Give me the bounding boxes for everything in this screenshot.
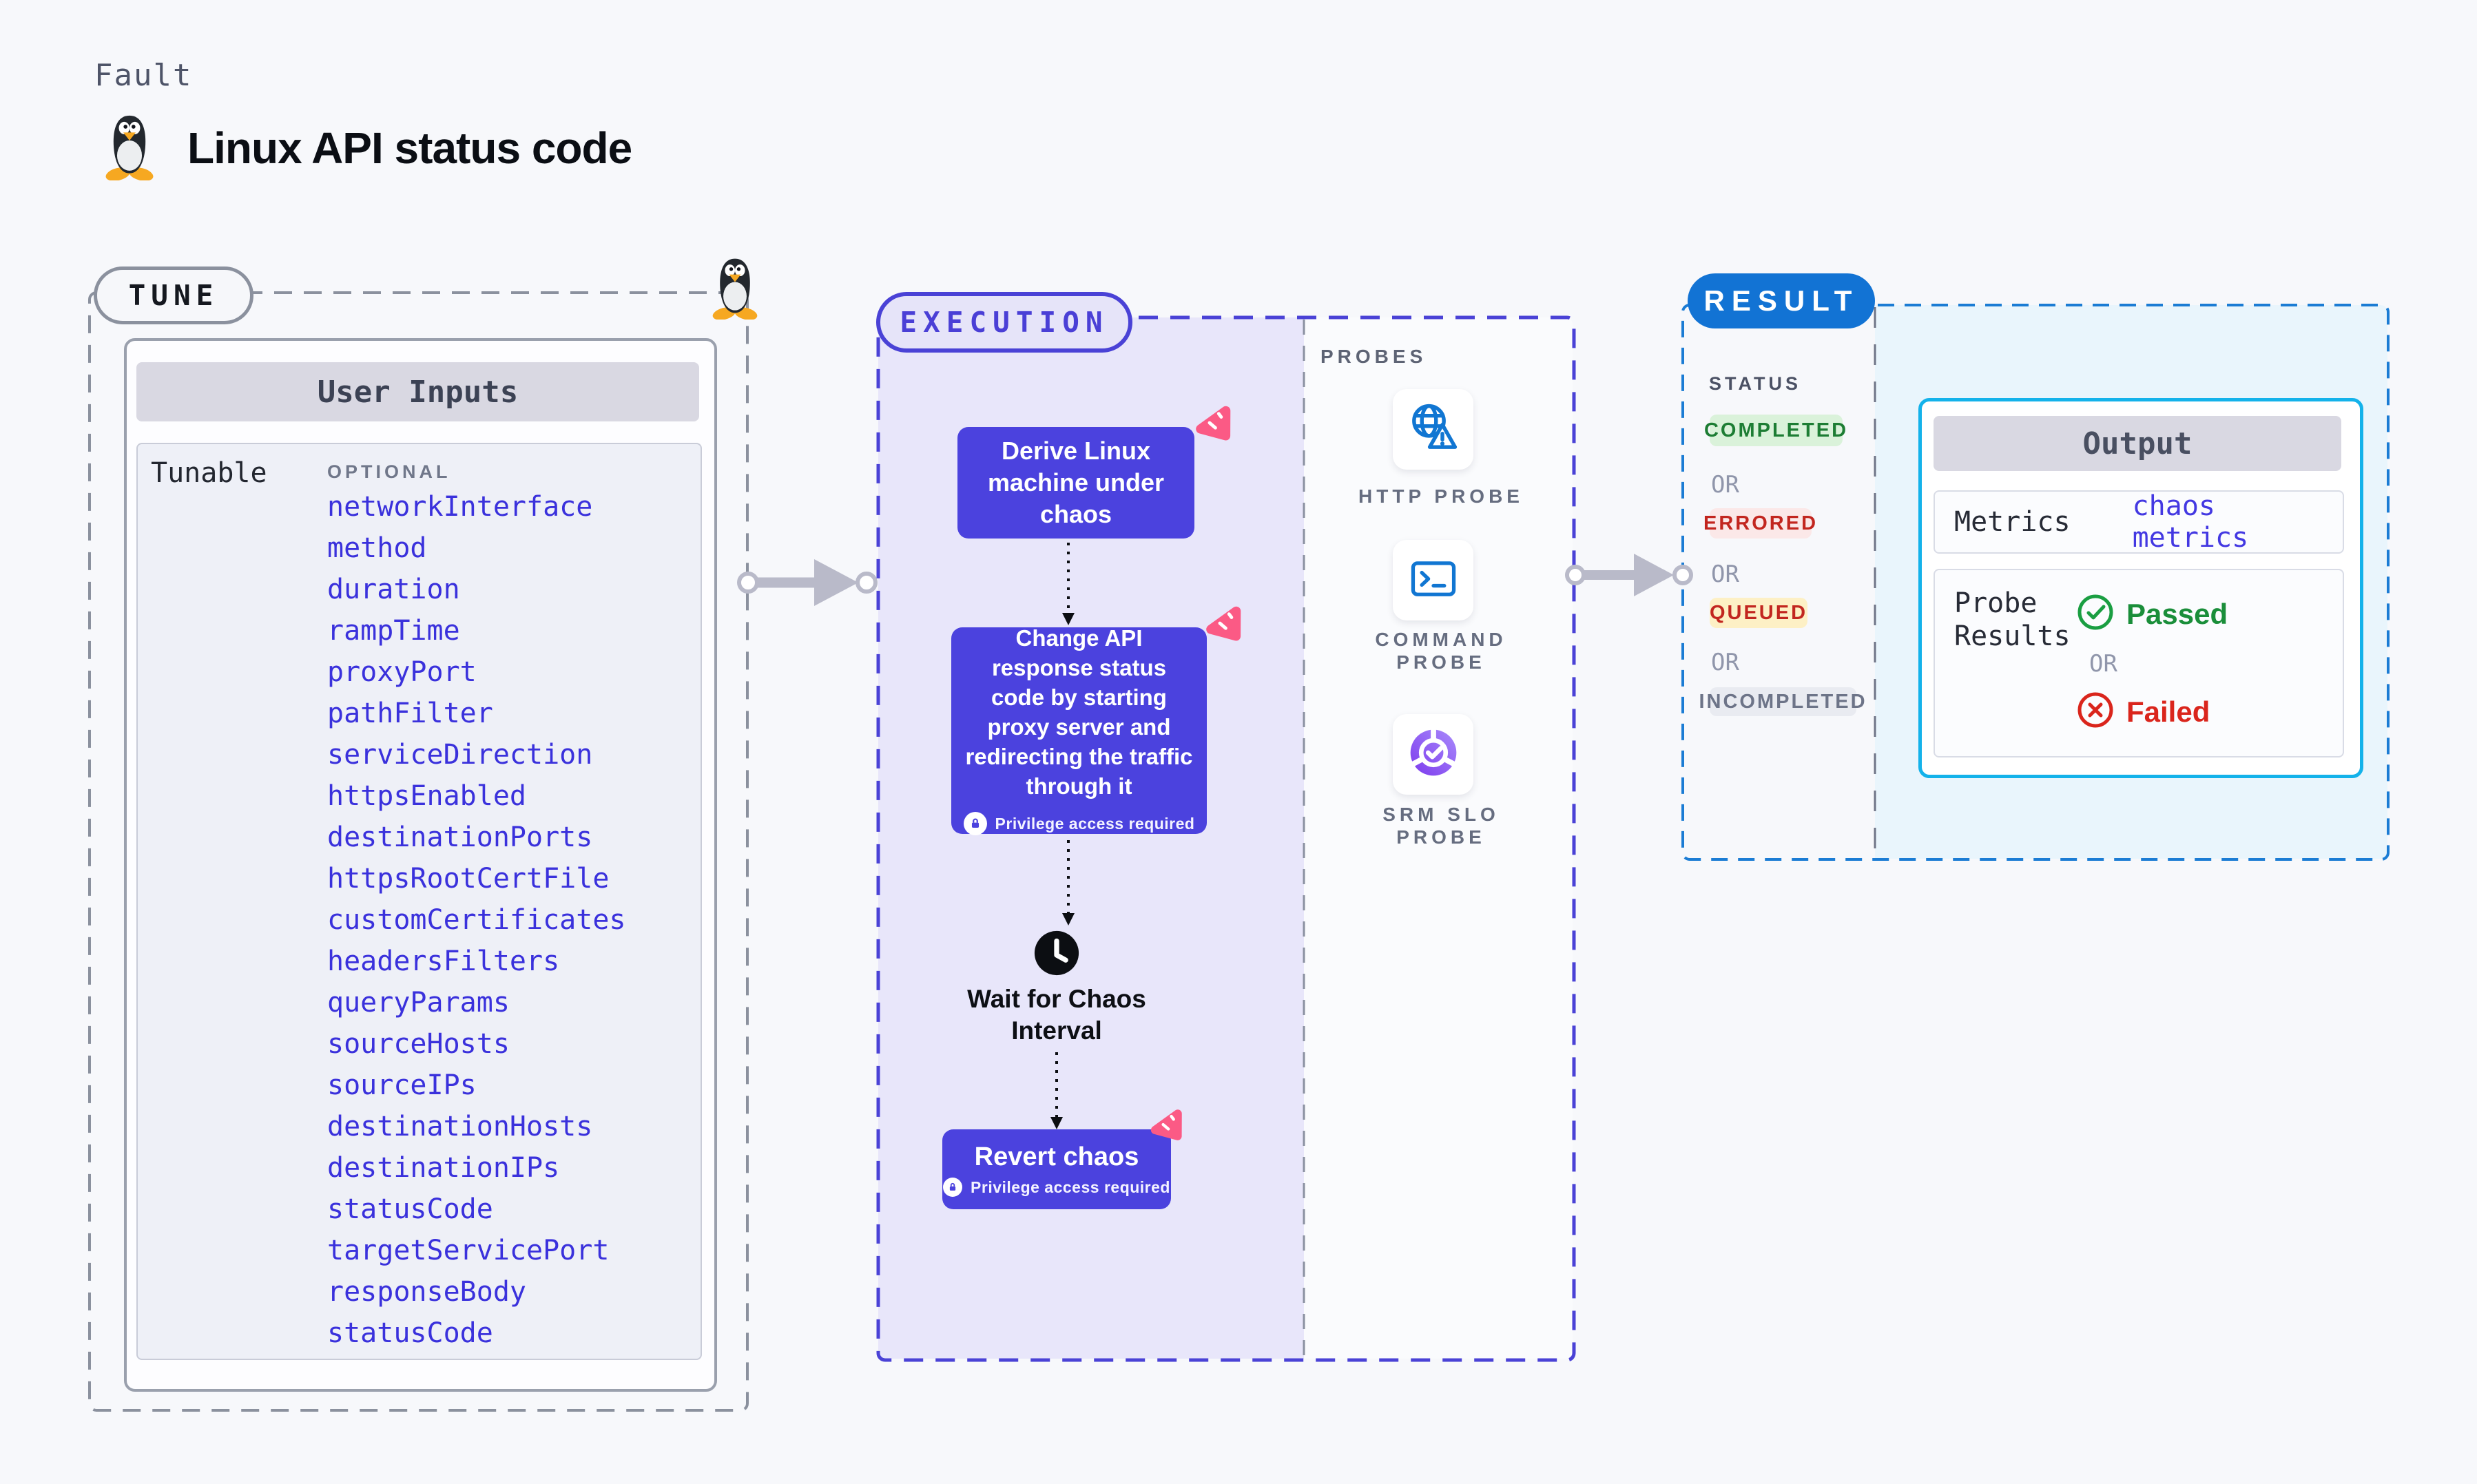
- lock-icon: [963, 812, 987, 835]
- execution-section-label: EXECUTION: [876, 292, 1132, 353]
- execution-to-result-arrow: [1565, 554, 1693, 596]
- tunable-item: customCertificates: [327, 904, 626, 936]
- tunable-item: sourceHosts: [327, 1028, 510, 1060]
- passed-label: Passed: [2126, 597, 2228, 630]
- lock-icon: [943, 1178, 963, 1197]
- tunable-item: proxyPort: [327, 656, 477, 688]
- step-connector-arrow: [1062, 543, 1075, 625]
- passed-check-icon: [2077, 594, 2114, 634]
- http-probe-label: HTTP PROBE: [1358, 485, 1524, 507]
- chaos-icon: [1194, 403, 1234, 443]
- step-wait-label: Wait for Chaos Interval: [967, 985, 1146, 1045]
- optional-column-label: OPTIONAL: [327, 461, 451, 482]
- status-column-label: STATUS: [1709, 373, 1801, 394]
- http-probe-icon: [1407, 401, 1460, 458]
- chaos-icon: [1204, 603, 1244, 643]
- failed-result: Failed: [2077, 691, 2210, 732]
- probes-section-label: PROBES: [1320, 346, 1427, 367]
- status-badge-incompleted: INCOMPLETED: [1699, 687, 1865, 716]
- result-section-label: RESULT: [1688, 273, 1875, 328]
- failed-x-icon: [2077, 691, 2114, 732]
- step-revert-text: Revert chaos: [974, 1142, 1139, 1171]
- tunable-item: rampTime: [327, 615, 460, 647]
- step-derive-machine: Derive Linux machine under chaos: [957, 427, 1194, 539]
- tunable-item: method: [327, 532, 427, 564]
- tunable-item: queryParams: [327, 987, 510, 1018]
- status-badge-completed: COMPLETED: [1704, 415, 1846, 446]
- user-inputs-title: User Inputs: [136, 362, 699, 421]
- tunable-item: sourceIPs: [327, 1069, 477, 1101]
- privilege-row: Privilege access required: [943, 1178, 1170, 1197]
- tune-to-execution-arrow: [737, 559, 878, 606]
- srm-slo-probe-card: [1393, 714, 1473, 795]
- metrics-label: Metrics: [1954, 506, 2071, 538]
- step-change-text: Change API response status code by start…: [965, 625, 1193, 799]
- tunable-item: destinationHosts: [327, 1111, 593, 1142]
- or-separator: OR: [2089, 650, 2117, 678]
- status-badge-queued: QUEUED: [1710, 598, 1807, 628]
- command-probe-card: [1393, 540, 1473, 620]
- metrics-value: chaos metrics: [2132, 490, 2249, 554]
- chaos-icon: [1149, 1107, 1189, 1147]
- tunable-item: headersFilters: [327, 945, 560, 977]
- tunable-item: serviceDirection: [327, 739, 593, 771]
- tune-section-label: TUNE: [94, 267, 253, 324]
- output-title: Output: [1934, 416, 2341, 471]
- step-connector-arrow: [1062, 840, 1075, 926]
- page-kicker: Fault: [94, 58, 193, 93]
- srm-slo-probe-icon: [1406, 725, 1461, 784]
- srm-slo-probe-label: SRM SLO PROBE: [1382, 804, 1500, 848]
- metrics-row: Metrics chaos metrics: [1934, 490, 2344, 554]
- probe-results-row: Probe Results Passed OR Failed: [1934, 569, 2344, 757]
- http-probe-card: [1393, 389, 1473, 470]
- tunable-item: targetServicePort: [327, 1235, 610, 1266]
- command-probe-label: COMMAND PROBE: [1375, 629, 1507, 673]
- tunable-item: httpsEnabled: [327, 780, 526, 812]
- tunables-list: networkInterface method duration rampTim…: [327, 486, 699, 1354]
- step-derive-text: Derive Linux machine under chaos: [987, 437, 1165, 528]
- step-connector-arrow: [1050, 1052, 1063, 1129]
- tunable-item: httpsRootCertFile: [327, 863, 610, 895]
- or-separator: OR: [1711, 649, 1739, 676]
- tunable-item: responseBody: [327, 1276, 526, 1308]
- privilege-row: Privilege access required: [963, 809, 1195, 839]
- privilege-note: Privilege access required: [995, 814, 1195, 833]
- or-separator: OR: [1711, 471, 1739, 499]
- step-change-status-code: Change API response status code by start…: [951, 625, 1207, 835]
- linux-tux-icon-small: [708, 256, 762, 320]
- command-probe-icon: [1407, 552, 1460, 608]
- tunable-item: statusCode: [327, 1193, 493, 1225]
- passed-result: Passed: [2077, 594, 2228, 634]
- tunable-item: destinationIPs: [327, 1152, 560, 1184]
- clock-icon: [1033, 929, 1081, 977]
- failed-label: Failed: [2126, 695, 2210, 728]
- tunable-item: pathFilter: [327, 698, 493, 729]
- tunable-item: statusCode: [327, 1317, 493, 1349]
- tunable-row-label: Tunable: [151, 457, 267, 489]
- linux-tux-icon: [101, 113, 158, 181]
- tunable-item: networkInterface: [327, 491, 593, 523]
- status-badge-errored: ERRORED: [1703, 508, 1816, 539]
- step-revert-chaos: Revert chaos Privilege access required: [942, 1129, 1171, 1209]
- privilege-note: Privilege access required: [971, 1178, 1170, 1196]
- tunable-item: duration: [327, 574, 460, 605]
- tunable-item: destinationPorts: [327, 822, 593, 853]
- probe-results-label: Probe Results: [1954, 587, 2071, 652]
- page-title: Linux API status code: [187, 123, 632, 173]
- or-separator: OR: [1711, 561, 1739, 588]
